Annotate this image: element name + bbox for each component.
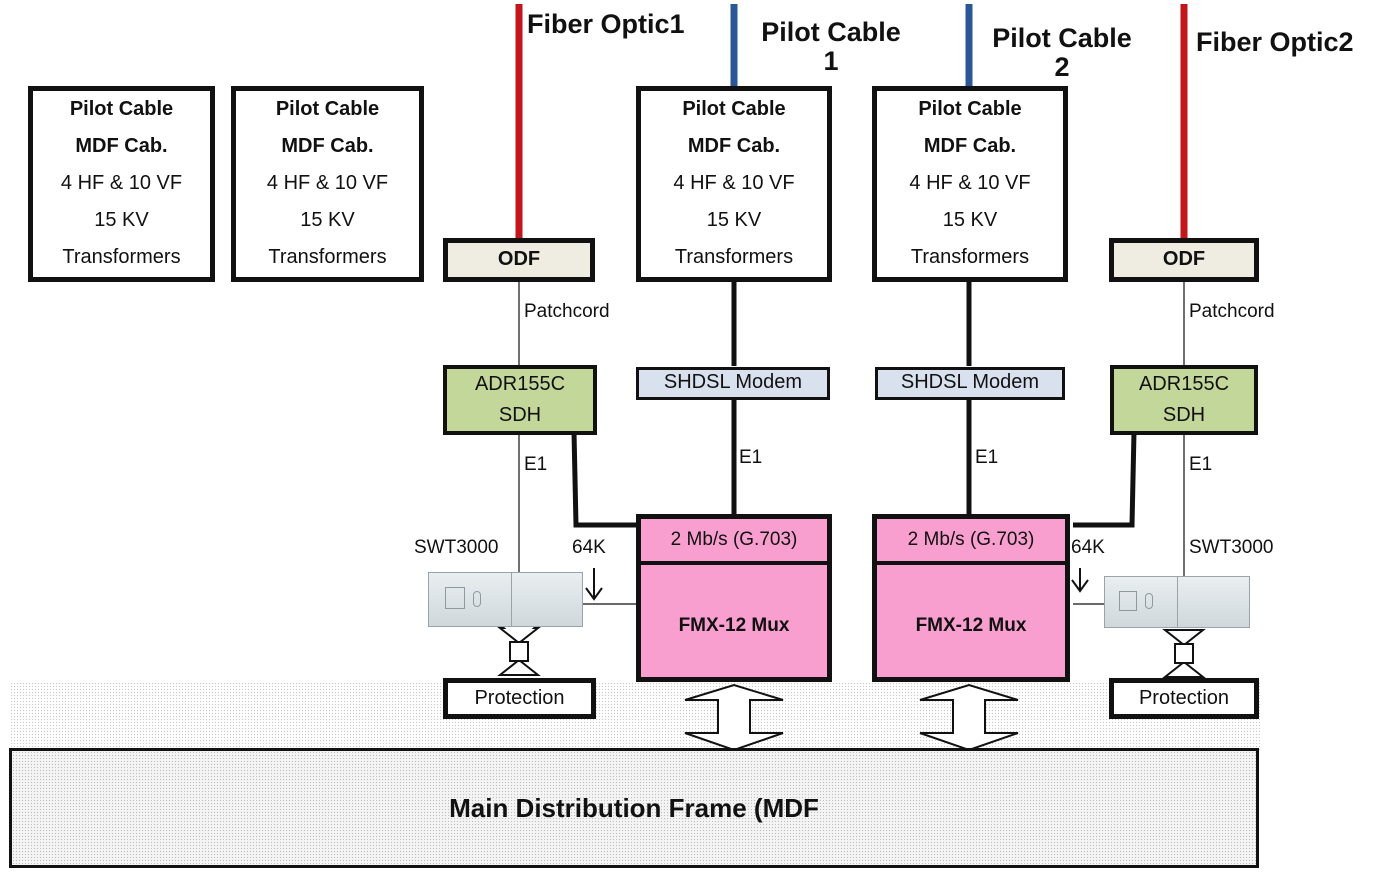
- pilot-cable-2-label-line1: Pilot Cable: [992, 23, 1132, 53]
- pilot-cable-2-label: Pilot Cable 2: [979, 24, 1145, 82]
- 64k-label-1: 64K: [572, 537, 606, 558]
- pilot-cable-1-label: Pilot Cable 1: [748, 18, 914, 76]
- device-panel-detail: [1119, 591, 1137, 611]
- sdh-type: SDH: [498, 404, 542, 426]
- fmx-12-mux-1: 2 Mb/s (G.703) FMX-12 Mux: [636, 514, 832, 682]
- sdh-model: ADR155C: [1138, 373, 1230, 395]
- cabinet-channels: 4 HF & 10 VF: [266, 172, 389, 194]
- swt3000-device-1: [428, 572, 583, 627]
- e1-label-2: E1: [739, 447, 763, 468]
- cabinet-title: Pilot Cable: [682, 98, 786, 120]
- mux-interface: 2 Mb/s (G.703): [877, 519, 1065, 565]
- double-arrow-icon: [497, 626, 541, 676]
- cabinet-voltage: 15 KV: [942, 209, 998, 231]
- e1-label-1: E1: [524, 454, 548, 475]
- cabinet-transformers: Transformers: [674, 246, 794, 268]
- double-arrow-icon: [919, 683, 1019, 752]
- mux-name: FMX-12 Mux: [915, 615, 1027, 636]
- arrow-down-icon: [585, 568, 603, 601]
- swt3000-device-2: [1104, 576, 1250, 628]
- cabinet-voltage: 15 KV: [706, 209, 762, 231]
- cabinet-subtitle: MDF Cab.: [75, 135, 168, 157]
- pilot-cable-1-label-line1: Pilot Cable: [761, 17, 901, 47]
- fiber-optic-2-label: Fiber Optic2: [1196, 27, 1354, 57]
- main-distribution-frame: Main Distribution Frame (MDF: [9, 748, 1259, 868]
- odf-box-1: ODF: [443, 238, 595, 282]
- double-arrow-icon: [684, 683, 784, 752]
- mdf-cabinet-3: Pilot Cable MDF Cab. 4 HF & 10 VF 15 KV …: [636, 86, 832, 282]
- e1-label-4: E1: [1189, 454, 1213, 475]
- cabinet-voltage: 15 KV: [94, 209, 149, 231]
- protection-box-2: Protection: [1109, 678, 1259, 719]
- sdh-model: ADR155C: [474, 373, 566, 395]
- cabinet-channels: 4 HF & 10 VF: [909, 172, 1031, 194]
- e1-label-3: E1: [975, 447, 999, 468]
- sdh-box-2: ADR155C SDH: [1110, 365, 1258, 435]
- cabinet-title: Pilot Cable: [918, 98, 1022, 120]
- cabinet-transformers: Transformers: [62, 246, 181, 268]
- swt3000-label-1: SWT3000: [414, 537, 499, 558]
- cabinet-subtitle: MDF Cab.: [923, 135, 1017, 157]
- shdsl-modem-1: SHDSL Modem: [636, 367, 830, 400]
- 64k-label-2: 64K: [1071, 537, 1105, 558]
- device-panel-detail: [445, 587, 465, 609]
- mdf-label: Main Distribution Frame (MDF: [449, 793, 819, 823]
- patchcord-label-2: Patchcord: [1189, 301, 1275, 322]
- cabinet-subtitle: MDF Cab.: [281, 135, 374, 157]
- mdf-cabinet-1: Pilot Cable MDF Cab. 4 HF & 10 VF 15 KV …: [28, 86, 215, 282]
- background-band: [10, 682, 1260, 752]
- fiber-optic-1-label: Fiber Optic1: [527, 9, 685, 39]
- shdsl-modem-2: SHDSL Modem: [875, 367, 1065, 400]
- cabinet-channels: 4 HF & 10 VF: [60, 172, 183, 194]
- cabinet-title: Pilot Cable: [69, 98, 174, 120]
- fmx-12-mux-2: 2 Mb/s (G.703) FMX-12 Mux: [872, 514, 1070, 682]
- cabinet-voltage: 15 KV: [300, 209, 355, 231]
- cabinet-subtitle: MDF Cab.: [687, 135, 781, 157]
- pilot-cable-1-label-line2: 1: [823, 46, 839, 76]
- cabinet-transformers: Transformers: [910, 246, 1030, 268]
- cabinet-channels: 4 HF & 10 VF: [673, 172, 795, 194]
- swt3000-label-2: SWT3000: [1189, 537, 1274, 558]
- cabinet-title: Pilot Cable: [275, 98, 380, 120]
- device-panel-detail: [473, 591, 481, 607]
- mux-name: FMX-12 Mux: [678, 615, 790, 636]
- mux-interface: 2 Mb/s (G.703): [641, 519, 827, 565]
- patchcord-label-1: Patchcord: [524, 301, 610, 322]
- pilot-cable-2-label-line2: 2: [1054, 52, 1070, 82]
- arrow-down-icon: [1071, 568, 1089, 593]
- cabinet-transformers: Transformers: [268, 246, 387, 268]
- sdh-type: SDH: [1162, 404, 1206, 426]
- mdf-cabinet-2: Pilot Cable MDF Cab. 4 HF & 10 VF 15 KV …: [231, 86, 424, 282]
- double-arrow-icon: [1162, 629, 1206, 678]
- mdf-cabinet-4: Pilot Cable MDF Cab. 4 HF & 10 VF 15 KV …: [872, 86, 1068, 282]
- sdh-box-1: ADR155C SDH: [443, 365, 597, 435]
- device-panel-detail: [1145, 593, 1153, 609]
- protection-box-1: Protection: [443, 678, 596, 719]
- odf-box-2: ODF: [1109, 238, 1259, 282]
